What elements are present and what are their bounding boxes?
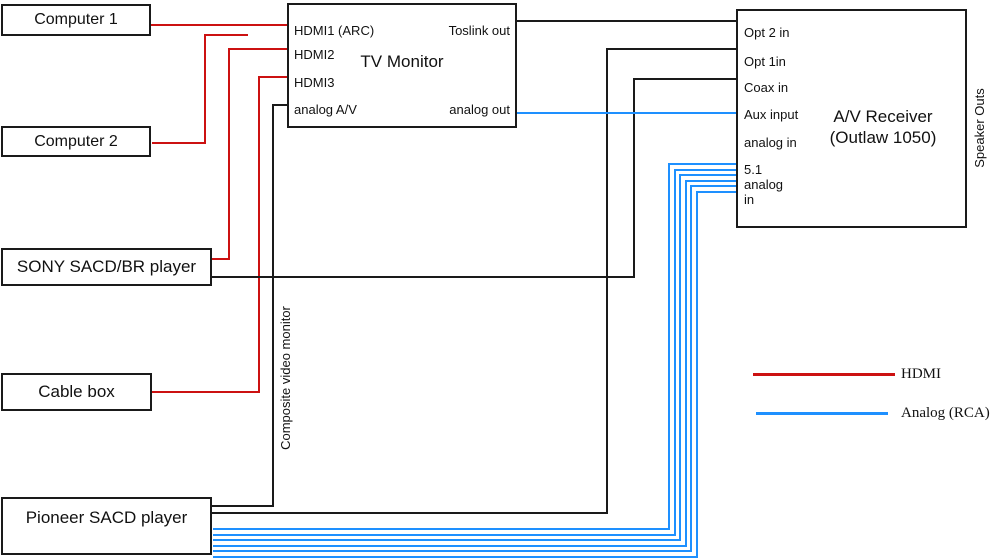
legend-hdmi-label: HDMI (901, 366, 941, 382)
device-box-cable-box: Cable box (1, 373, 152, 411)
composite-cable-pioneer-to-tv (212, 505, 274, 507)
digital-cable-sony-to-coax (633, 78, 736, 80)
analog-51-cable (684, 179, 736, 182)
legend-analog-label: Analog (RCA) (901, 405, 990, 421)
receiver-port-coax-in: Coax in (744, 80, 789, 95)
analog-51-cable (673, 168, 676, 536)
device-label-computer1: Computer 1 (34, 11, 118, 28)
analog-51-cable (673, 168, 736, 171)
device-box-sony-sacd-br-player: SONY SACD/BR player (1, 248, 212, 286)
digital-cable-pioneer-to-opt1 (606, 48, 608, 514)
av-receiver-box: A/V Receiver (Outlaw 1050) Opt 2 in Opt … (736, 9, 967, 228)
analog-51-cable (690, 185, 736, 187)
tv-port-analog-out: analog out (449, 102, 510, 117)
speaker-outs-label: Speaker Outs (972, 88, 987, 168)
device-label-computer2: Computer 2 (34, 132, 118, 150)
digital-cable-pioneer-to-opt1 (606, 48, 736, 50)
digital-cable-pioneer-to-opt1 (212, 512, 608, 514)
tv-port-hdmi2: HDMI2 (294, 47, 335, 62)
tv-port-toslink-out: Toslink out (448, 23, 510, 38)
tv-port-hdmi3: HDMI3 (294, 75, 335, 90)
receiver-port-51-analog-in: 5.1 analog in (744, 162, 784, 207)
analog-cable-tv-to-aux (517, 112, 736, 114)
composite-video-monitor-label: Composite video monitor (278, 306, 293, 450)
receiver-port-opt2-in: Opt 2 in (744, 25, 790, 40)
analog-51-cable (684, 179, 687, 547)
hdmi-cable-cablebox-to-tv (258, 76, 260, 393)
analog-51-cable (213, 544, 685, 547)
toslink-cable-tv-to-opt2 (517, 20, 736, 22)
device-box-pioneer-sacd-player: Pioneer SACD player (1, 497, 212, 555)
av-receiver-title: A/V Receiver (Outlaw 1050) (829, 107, 937, 147)
device-box-computer1: Computer 1 (1, 4, 151, 36)
hdmi-cable-cablebox-to-tv (152, 391, 260, 393)
hdmi-cable-sony-to-tv (228, 48, 287, 50)
device-label-sony: SONY SACD/BR player (16, 257, 197, 276)
hdmi-cable-cablebox-to-tv (258, 76, 287, 78)
analog-51-cable (679, 174, 736, 176)
legend-analog-line (756, 412, 888, 415)
analog-51-cable (695, 190, 736, 193)
analog-51-cable (668, 163, 670, 530)
analog-51-cable (690, 185, 692, 552)
receiver-port-analog-in: analog in (744, 135, 797, 150)
device-label-pioneer: Pioneer SACD player (25, 508, 188, 527)
digital-cable-sony-to-coax (633, 78, 635, 278)
composite-cable-pioneer-to-tv (272, 104, 287, 106)
legend-hdmi-line (753, 373, 895, 376)
hdmi-cable-computer2 (152, 142, 205, 144)
device-box-computer2: Computer 2 (1, 126, 151, 157)
digital-cable-sony-to-coax (212, 276, 635, 278)
device-label-cable: Cable box (38, 382, 115, 401)
hdmi-cable-computer2 (204, 34, 248, 36)
analog-51-cable (213, 539, 679, 541)
hdmi-cable-computer1-to-tv (151, 24, 287, 26)
analog-51-cable (668, 163, 736, 165)
hdmi-cable-sony-to-tv (228, 48, 230, 260)
receiver-port-opt1-in: Opt 1in (744, 54, 786, 69)
tv-monitor-title: TV Monitor (360, 52, 444, 71)
hdmi-cable-sony-to-tv (212, 258, 230, 260)
receiver-port-aux-input: Aux input (744, 107, 799, 122)
analog-51-cable (213, 533, 674, 536)
tv-port-analog-av: analog A/V (294, 102, 357, 117)
analog-51-cable (695, 190, 698, 558)
tv-port-hdmi1-arc: HDMI1 (ARC) (294, 23, 375, 38)
composite-cable-pioneer-to-tv (272, 104, 274, 507)
analog-51-cable (213, 550, 690, 552)
hdmi-cable-computer2 (204, 34, 206, 144)
tv-monitor-box: TV Monitor HDMI1 (ARC) HDMI2 HDMI3 analo… (287, 3, 517, 128)
analog-51-cable (679, 174, 681, 541)
analog-51-cable (213, 555, 696, 558)
analog-51-cable (213, 528, 668, 530)
